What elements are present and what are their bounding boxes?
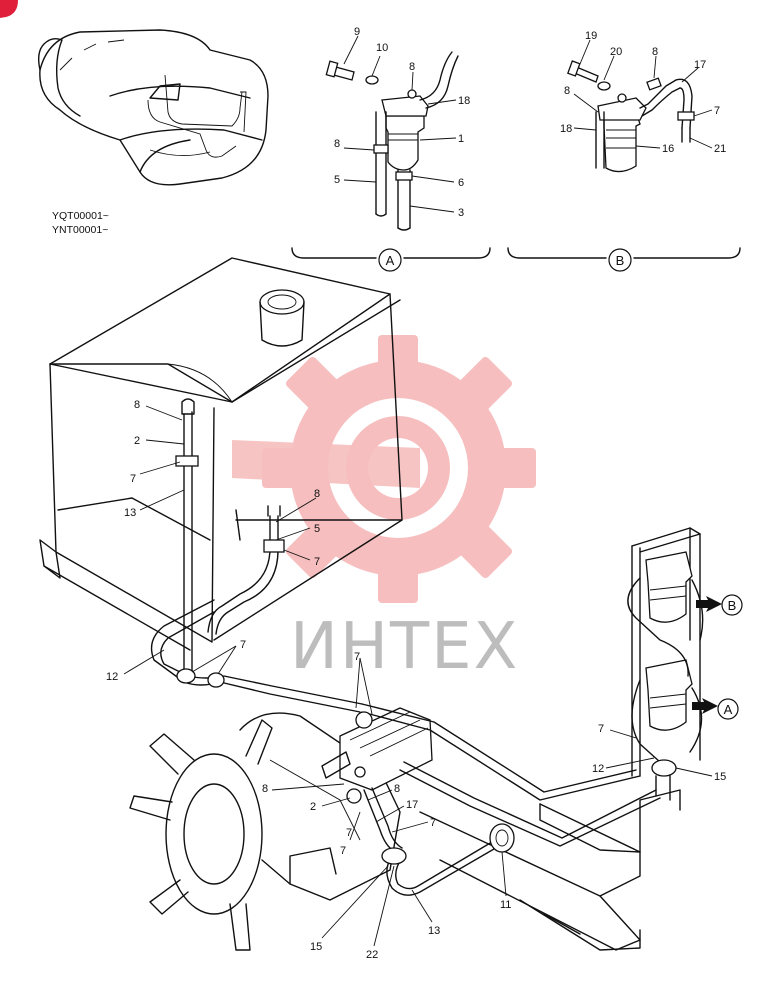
view-b-leaders: [573, 39, 713, 149]
arrow-a-letter: A: [724, 702, 733, 717]
callout-17: 17: [406, 799, 418, 811]
pipe-5-suction: [207, 505, 285, 635]
machine-overview-sketch: [37, 29, 269, 186]
callout-5: 5: [334, 174, 340, 186]
view-a-letter: A: [386, 253, 395, 268]
callout-8: 8: [314, 488, 320, 500]
detail-view-a: [325, 51, 459, 231]
callout-8: 8: [409, 61, 415, 73]
arrow-to-view-b: B: [696, 594, 743, 616]
callout-7: 7: [598, 723, 604, 735]
watermark-logo: [232, 335, 536, 603]
pipe-runs: [355, 703, 661, 896]
engine: [129, 707, 433, 951]
callout-18: 18: [458, 95, 470, 107]
callout-15: 15: [310, 941, 322, 953]
callout-7: 7: [240, 639, 246, 651]
callout-15: 15: [714, 771, 726, 783]
callout-7: 7: [430, 817, 436, 829]
view-b-letter: B: [616, 253, 625, 268]
callout-12: 12: [106, 671, 118, 683]
callout-8: 8: [334, 138, 340, 150]
callout-5: 5: [314, 523, 320, 535]
corner-badge: [0, 0, 18, 18]
callout-7: 7: [714, 105, 720, 117]
view-a-marker: [378, 248, 402, 272]
callout-2: 2: [134, 435, 140, 447]
callout-12: 12: [592, 763, 604, 775]
view-a-bracket: [291, 247, 491, 259]
callout-8: 8: [262, 783, 268, 795]
callout-7: 7: [346, 827, 352, 839]
pipe-12: [150, 599, 363, 713]
serial-number-1: YQT00001~: [52, 210, 109, 222]
callout-8: 8: [652, 46, 658, 58]
callout-6: 6: [458, 177, 464, 189]
callout-7: 7: [130, 473, 136, 485]
callout-11: 11: [500, 899, 511, 911]
callout-8: 8: [564, 85, 570, 97]
callout-17: 17: [694, 59, 706, 71]
callout-13: 13: [124, 507, 136, 519]
callout-13: 13: [428, 925, 440, 937]
callout-10: 10: [376, 42, 388, 54]
callout-22: 22: [366, 949, 378, 961]
serial-number-2: YNT00001~: [52, 224, 108, 236]
callout-9: 9: [354, 26, 360, 38]
arrow-to-view-a: A: [692, 698, 739, 720]
callout-21: 21: [714, 143, 726, 155]
view-b-marker: [608, 248, 632, 272]
callout-18: 18: [560, 123, 572, 135]
callout-2: 2: [310, 801, 316, 813]
detail-view-b: [567, 60, 695, 173]
view-b-bracket: [507, 247, 741, 259]
callout-7: 7: [354, 651, 360, 663]
chassis-frame: [419, 789, 681, 951]
callout-8: 8: [394, 783, 400, 795]
main-leaders: [123, 405, 713, 947]
watermark-text: ИНТЕХ: [290, 610, 519, 684]
callout-7: 7: [340, 845, 346, 857]
callout-8: 8: [134, 399, 140, 411]
arrow-b-letter: B: [728, 598, 737, 613]
callout-16: 16: [662, 143, 674, 155]
callout-20: 20: [610, 46, 622, 58]
callout-3: 3: [458, 207, 464, 219]
callout-19: 19: [585, 30, 597, 42]
callout-1: 1: [458, 133, 464, 145]
callout-7: 7: [314, 556, 320, 568]
fuel-tank: [39, 257, 403, 651]
view-a-leaders: [343, 35, 457, 213]
filter-assembly: [627, 527, 704, 801]
